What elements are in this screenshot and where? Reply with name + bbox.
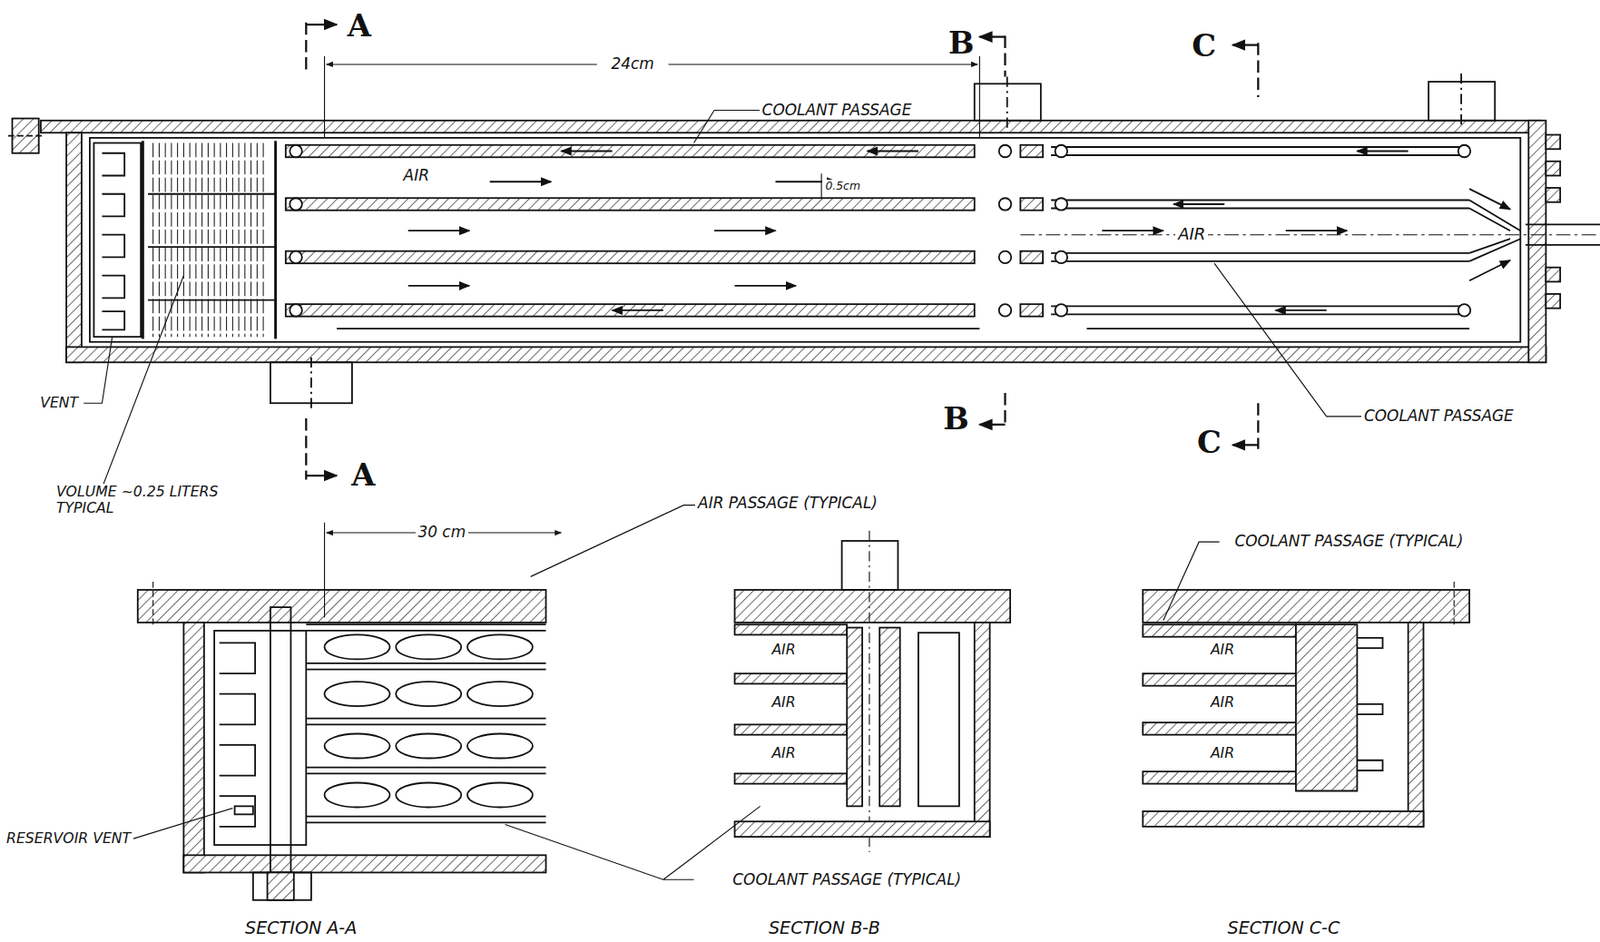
section-letter: B xyxy=(945,25,977,61)
drawing-label: AIR xyxy=(1207,694,1237,711)
drawing-label: VOLUME ~0.25 LITERS TYPICAL xyxy=(53,483,274,517)
drawing-label: AIR xyxy=(768,641,798,658)
section-letter: A xyxy=(348,457,378,493)
drawing-label: COOLANT PASSAGE xyxy=(1361,407,1517,425)
drawing-label: SECTION A-A xyxy=(242,918,360,939)
drawing-label: AIR xyxy=(768,694,798,711)
section-letter: C xyxy=(1188,28,1219,64)
drawing-label: COOLANT PASSAGE xyxy=(759,101,915,119)
section-letter: C xyxy=(1194,424,1225,461)
drawing-label: AIR xyxy=(768,745,798,762)
drawing-label: COOLANT PASSAGE (TYPICAL) xyxy=(1232,532,1467,550)
drawing-label: AIR xyxy=(1175,225,1208,245)
drawing-label: VENT xyxy=(37,394,81,412)
drawing-label: COOLANT PASSAGE (TYPICAL) xyxy=(729,871,964,889)
drawing-label: 30 cm xyxy=(415,523,470,541)
drawing-label: SECTION B-B xyxy=(765,918,884,939)
section-letter: A xyxy=(344,8,374,44)
drawing-label: AIR PASSAGE (TYPICAL) xyxy=(695,494,881,512)
drawing-label: AIR xyxy=(401,166,432,185)
drawing-label: SECTION C-C xyxy=(1225,918,1344,939)
drawing-label: 24cm xyxy=(608,55,658,73)
drawing-label: AIR xyxy=(1207,745,1237,762)
drawing-label: 0.5cm xyxy=(822,179,864,193)
drawing-label: AIR xyxy=(1207,641,1237,658)
section-letter: B xyxy=(940,401,972,437)
drawing-label: RESERVOIR VENT xyxy=(3,830,134,847)
